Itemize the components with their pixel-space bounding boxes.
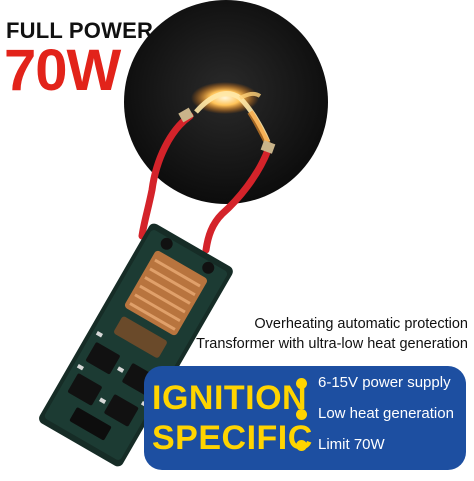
feature-list: Overheating automatic protection Transfo… (196, 314, 468, 354)
spec-list: 6-15V power supply Low heat generation L… (296, 372, 454, 465)
spec-label: 6-15V power supply (318, 374, 451, 391)
circuit-board (39, 223, 233, 467)
spec-label: Low heat generation (318, 405, 454, 422)
spec-item-limit: Limit 70W (296, 434, 454, 465)
feature-overheating: Overheating automatic protection (254, 316, 468, 332)
power-rating: 70W (4, 38, 121, 103)
badge-title: IGNITION SPECIFIC (152, 378, 313, 458)
feature-transformer: Transformer with ultra-low heat generati… (196, 336, 468, 352)
bullet-icon (296, 409, 307, 420)
bullet-icon (296, 440, 307, 451)
bullet-icon (296, 378, 307, 389)
headline: FULL POWER (6, 18, 154, 43)
red-wires (138, 107, 276, 254)
badge-line-1: IGNITION (152, 379, 308, 417)
badge-line-2: SPECIFIC (152, 419, 313, 457)
spec-item-voltage: 6-15V power supply (296, 372, 454, 403)
spec-label: Limit 70W (318, 436, 385, 453)
spec-item-heat: Low heat generation (296, 403, 454, 434)
